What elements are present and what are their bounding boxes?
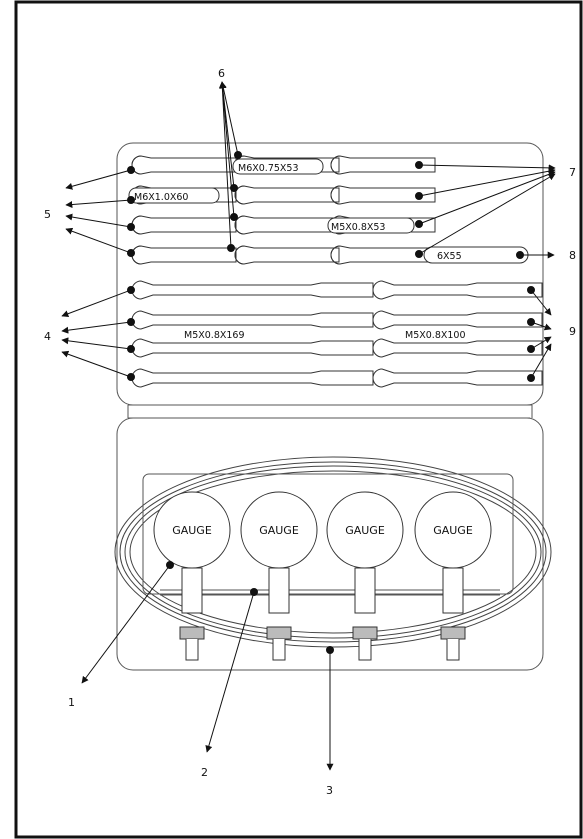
- adapter-left-4: [131, 245, 237, 265]
- callout-2: 2: [201, 766, 208, 779]
- label-m5x08x169: M5X0.8X169: [184, 330, 245, 341]
- page-frame: [14, 0, 583, 839]
- gauge-1-label: GAUGE: [172, 524, 212, 537]
- leader-lines: [61, 81, 556, 771]
- adapter-left-3: [131, 215, 237, 235]
- adapter-long-3: [131, 338, 374, 358]
- label-m6x075x53: M6X0.75X53: [238, 163, 299, 174]
- callout-6: 6: [218, 67, 225, 80]
- adapter-mid-3: [234, 215, 340, 235]
- adapter-left-1: [131, 155, 237, 175]
- callout-3: 3: [326, 784, 333, 797]
- gauge-4: [414, 491, 492, 661]
- case-lid: [116, 142, 544, 406]
- adapter-6x55: [423, 246, 529, 264]
- callout-8: 8: [569, 249, 576, 262]
- gauge-3: [326, 491, 404, 661]
- gauge-2-label: GAUGE: [259, 524, 299, 537]
- callout-7: 7: [569, 166, 576, 179]
- label-m6x10x60: M6X1.0X60: [134, 192, 188, 203]
- gauge-4-label: GAUGE: [433, 524, 473, 537]
- adapter-long-1: [131, 280, 374, 300]
- gauge-3-label: GAUGE: [345, 524, 385, 537]
- adapter-medium-4: [372, 368, 543, 388]
- label-m5x08x53: M5X0.8X53: [331, 222, 385, 233]
- callout-4: 4: [44, 330, 51, 343]
- gauge-1: [153, 491, 231, 661]
- adapter-long-2: [131, 310, 374, 330]
- hose-loops: [114, 456, 552, 648]
- label-6x55: 6X55: [437, 251, 462, 262]
- adapter-mid-4: [234, 245, 340, 265]
- adapter-medium-3: [372, 338, 543, 358]
- callout-5: 5: [44, 208, 51, 221]
- callout-1: 1: [68, 696, 75, 709]
- adapter-medium-2: [372, 310, 543, 330]
- label-m5x08x100: M5X0.8X100: [405, 330, 466, 341]
- adapter-long-4: [131, 368, 374, 388]
- gauge-2: [240, 491, 318, 661]
- callout-9: 9: [569, 325, 576, 338]
- adapter-medium-1: [372, 280, 543, 300]
- adapter-mid-2: [234, 185, 340, 205]
